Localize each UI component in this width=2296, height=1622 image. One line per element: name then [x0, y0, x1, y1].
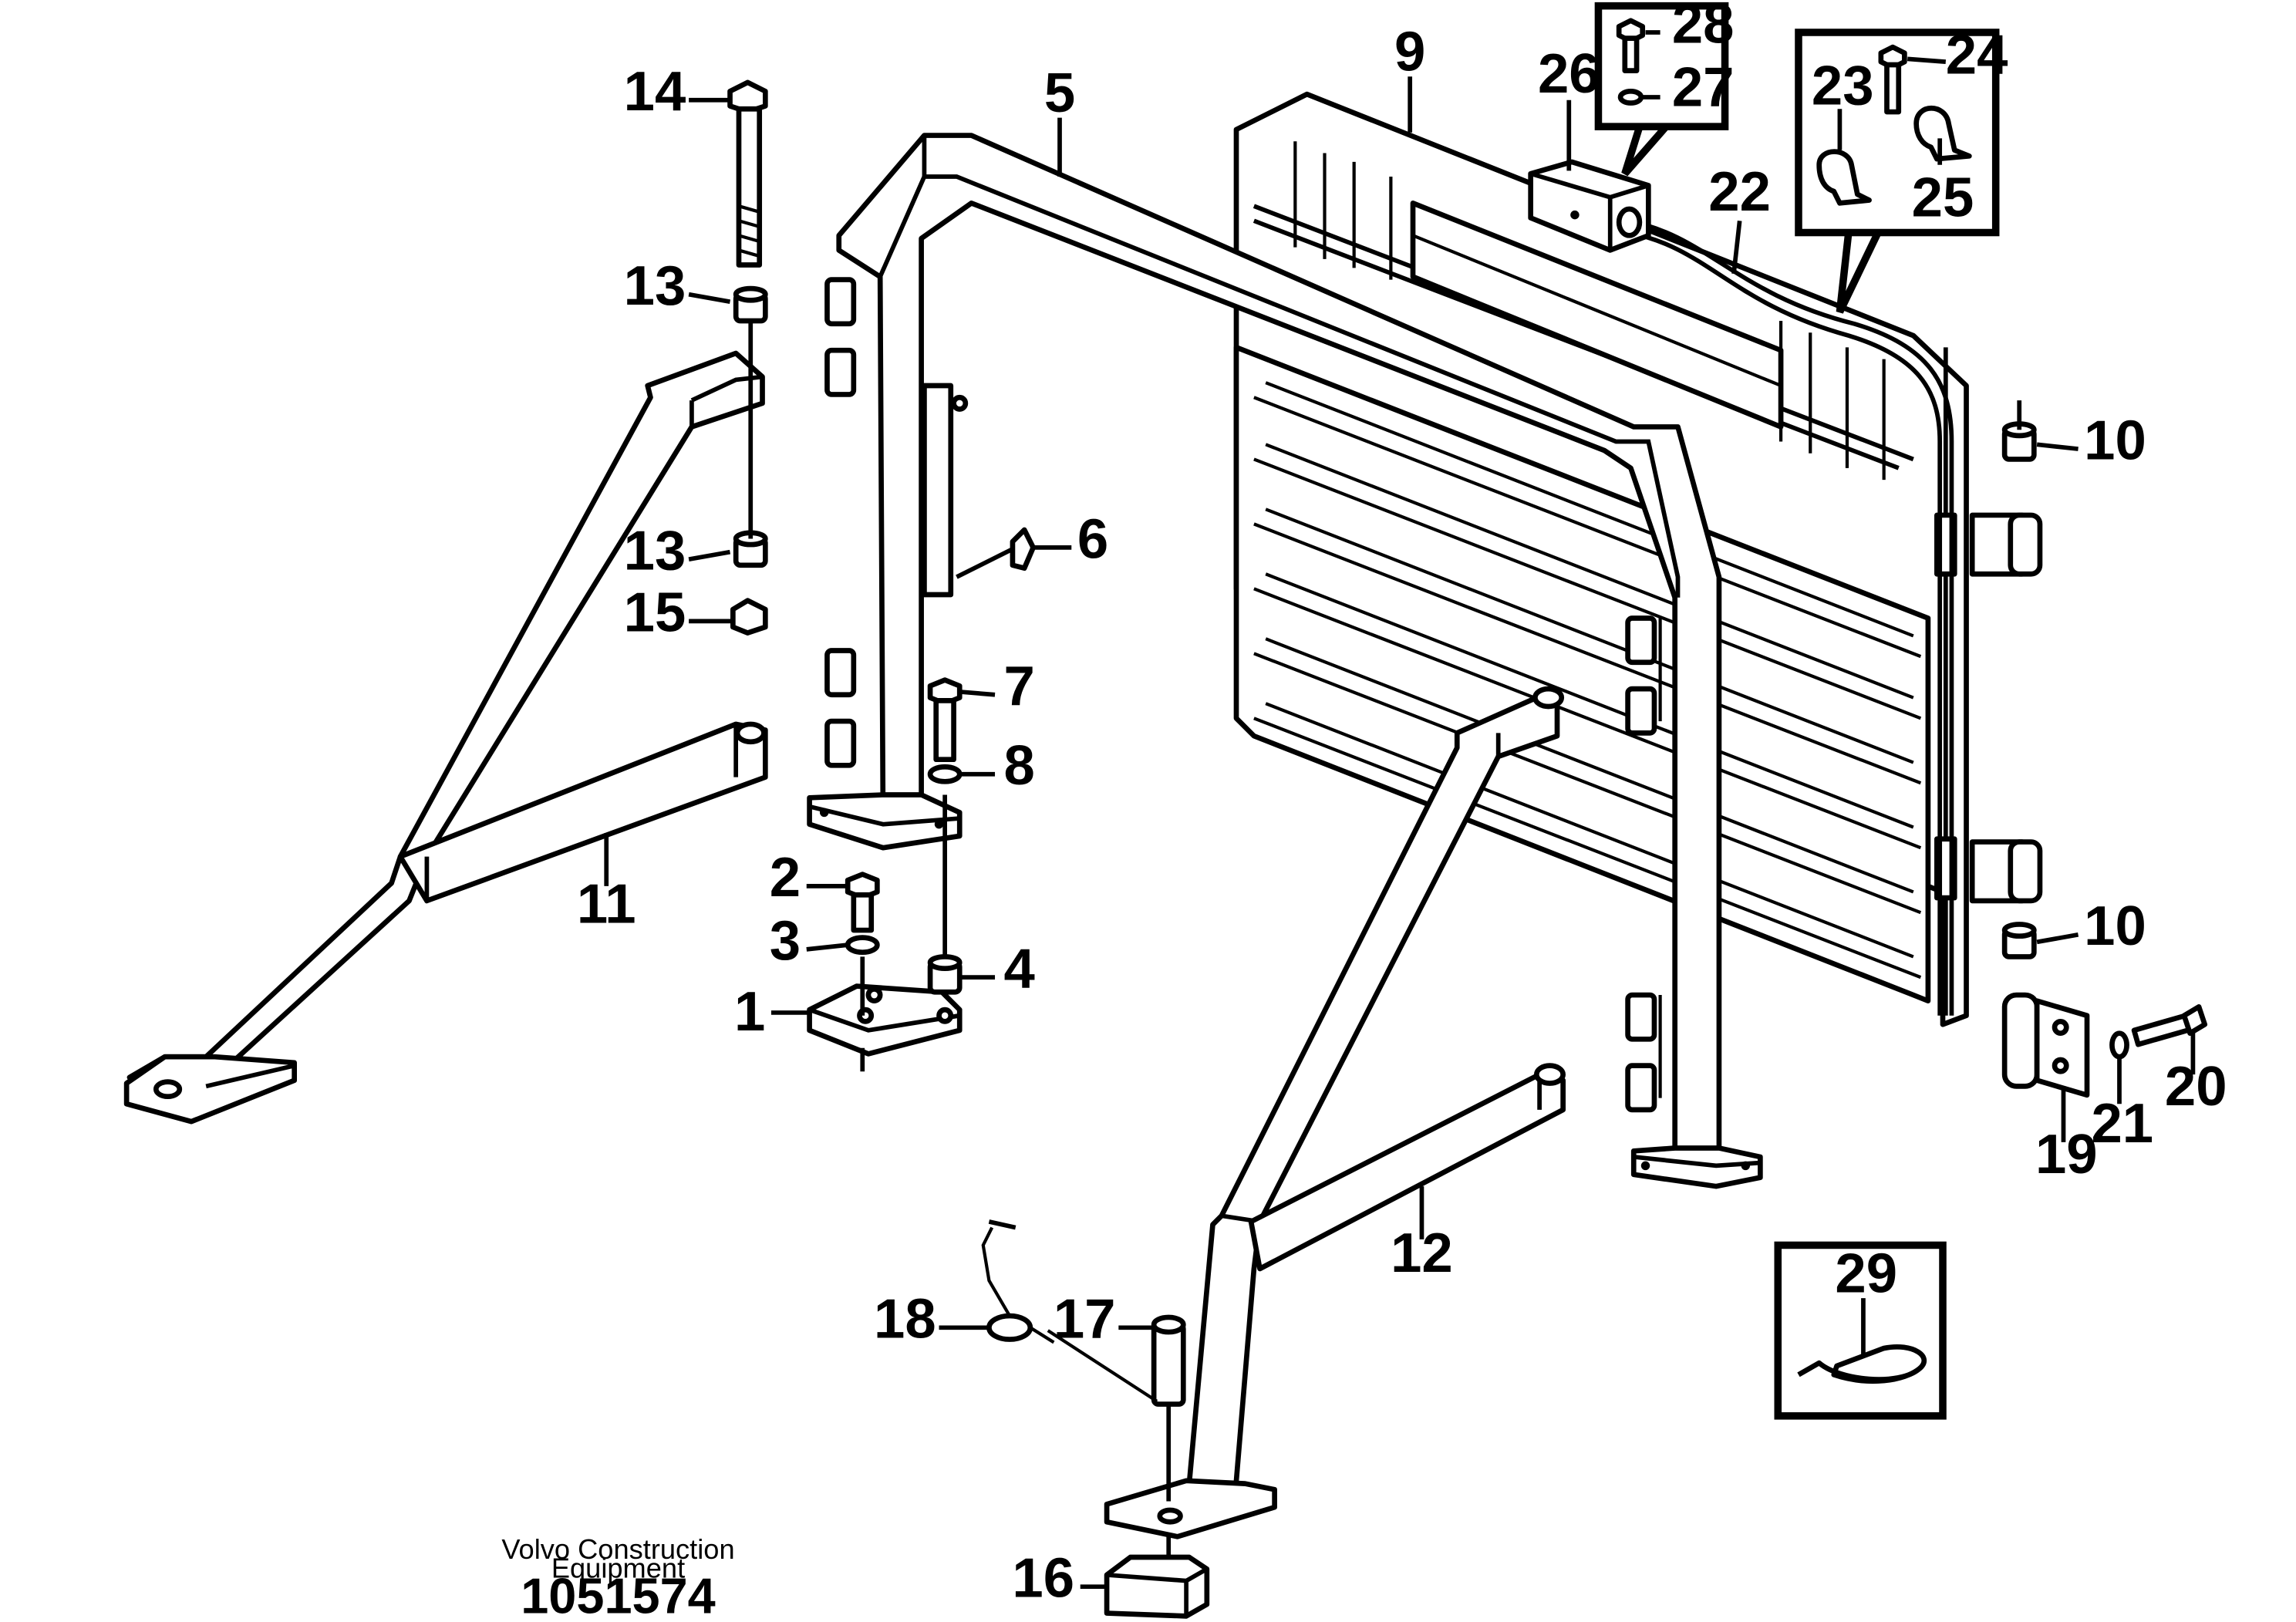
callout-26: 26 [1538, 42, 1600, 105]
company-line-2: Equipment [551, 1553, 685, 1584]
callout-13-top: 13 [624, 255, 686, 317]
pin-17 [1151, 1314, 1186, 1502]
hose [1627, 218, 1954, 1016]
bushings-13-15 [730, 285, 768, 636]
callout-4: 4 [1003, 938, 1034, 1000]
bolt-7 [927, 677, 963, 972]
callout-8: 8 [1003, 734, 1034, 797]
callout-10-top: 10 [2084, 409, 2146, 471]
bolt-long [727, 79, 768, 268]
callout-5: 5 [1044, 62, 1075, 124]
inset-box-23-25 [1795, 29, 2000, 314]
callout-15: 15 [624, 582, 686, 644]
callout-3: 3 [770, 909, 801, 972]
callout-23: 23 [1812, 55, 1874, 117]
hinge-plate-19 [2001, 992, 2090, 1098]
reference-number: 1051574 [521, 1568, 716, 1622]
callout-10-bottom: 10 [2084, 895, 2146, 957]
callout-12: 12 [1391, 1222, 1453, 1284]
leader-lines [604, 30, 2196, 1590]
callout-13-bottom: 13 [624, 520, 686, 582]
callout-labels: 1 2 3 4 5 6 7 8 9 10 10 11 12 13 13 14 1… [577, 0, 2227, 1610]
bolt-2 [845, 872, 880, 1072]
support-arm-left [123, 350, 768, 1125]
callout-22: 22 [1708, 160, 1771, 223]
footer-branding: Volvo Construction Equipment 1051574 [501, 1533, 734, 1622]
callout-18: 18 [874, 1288, 936, 1351]
callout-9: 9 [1394, 21, 1425, 83]
lock-pin-18 [981, 1219, 1158, 1403]
callout-25: 25 [1912, 167, 1974, 229]
callout-28: 28 [1672, 0, 1735, 55]
junction-box [1528, 159, 1651, 253]
mount-plate [807, 983, 963, 1057]
bolt-20-washer-21 [2109, 1003, 2208, 1060]
rubber-block-16 [1104, 1536, 1210, 1619]
clamp [956, 527, 1036, 579]
support-arm-right [1104, 686, 1566, 1539]
callout-6: 6 [1077, 508, 1108, 570]
callout-29: 29 [1835, 1243, 1897, 1305]
bushing-4 [927, 954, 963, 995]
callout-2: 2 [770, 846, 801, 909]
callout-7: 7 [1003, 655, 1034, 717]
hinge-10-bottom [1969, 839, 2043, 959]
inset-box-29 [1774, 1241, 1947, 1420]
callout-11: 11 [577, 873, 636, 936]
callout-27: 27 [1672, 56, 1735, 118]
callout-16: 16 [1012, 1547, 1074, 1610]
inset-box-27-28 [1594, 2, 1729, 177]
callout-17: 17 [1054, 1288, 1116, 1351]
callout-1: 1 [734, 980, 765, 1043]
main-frame [807, 133, 1763, 1189]
callout-20: 20 [2165, 1055, 2227, 1118]
callout-21: 21 [2091, 1092, 2153, 1155]
callout-24: 24 [1946, 23, 2008, 86]
grille-panel [1233, 91, 1969, 1027]
callout-19: 19 [2035, 1123, 2098, 1185]
callout-14: 14 [624, 60, 686, 123]
hinge-10-top [1969, 400, 2043, 577]
company-line-1: Volvo Construction [501, 1533, 734, 1565]
